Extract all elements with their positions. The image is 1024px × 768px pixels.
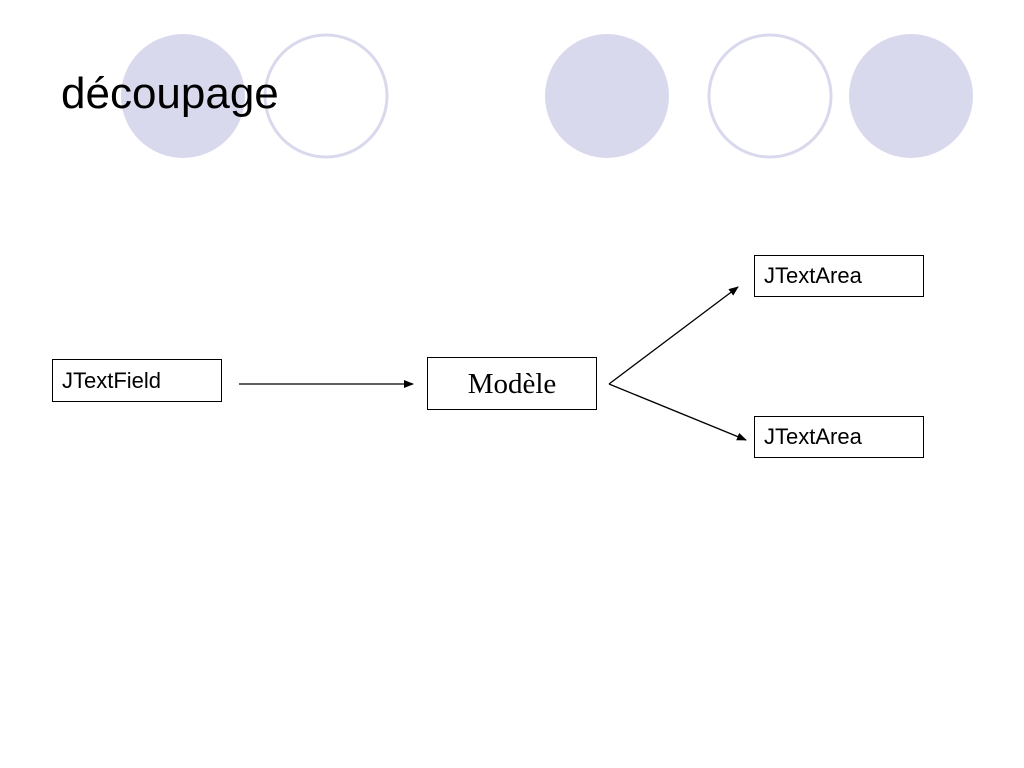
node-jtextfield: JTextField <box>52 359 222 402</box>
circle-filled-2 <box>545 34 669 158</box>
decorative-circles <box>121 33 973 159</box>
circle-filled-1 <box>121 34 245 158</box>
node-jtextarea-top: JTextArea <box>754 255 924 297</box>
node-jtextarea-bottom-label: JTextArea <box>764 424 862 449</box>
slide-title: découpage <box>61 69 279 118</box>
circle-outline-1 <box>263 33 389 159</box>
node-jtextfield-label: JTextField <box>62 368 162 393</box>
arrow-model-to-area-bottom <box>608 383 747 441</box>
node-model: Modèle <box>427 357 597 410</box>
arrow-model-to-area-top <box>608 286 739 385</box>
node-jtextarea-top-label: JTextArea <box>764 263 862 288</box>
node-model-label: Modèle <box>467 368 557 400</box>
circle-filled-3 <box>849 34 973 158</box>
circle-outline-2 <box>707 33 833 159</box>
node-jtextarea-bottom: JTextArea <box>754 416 924 458</box>
